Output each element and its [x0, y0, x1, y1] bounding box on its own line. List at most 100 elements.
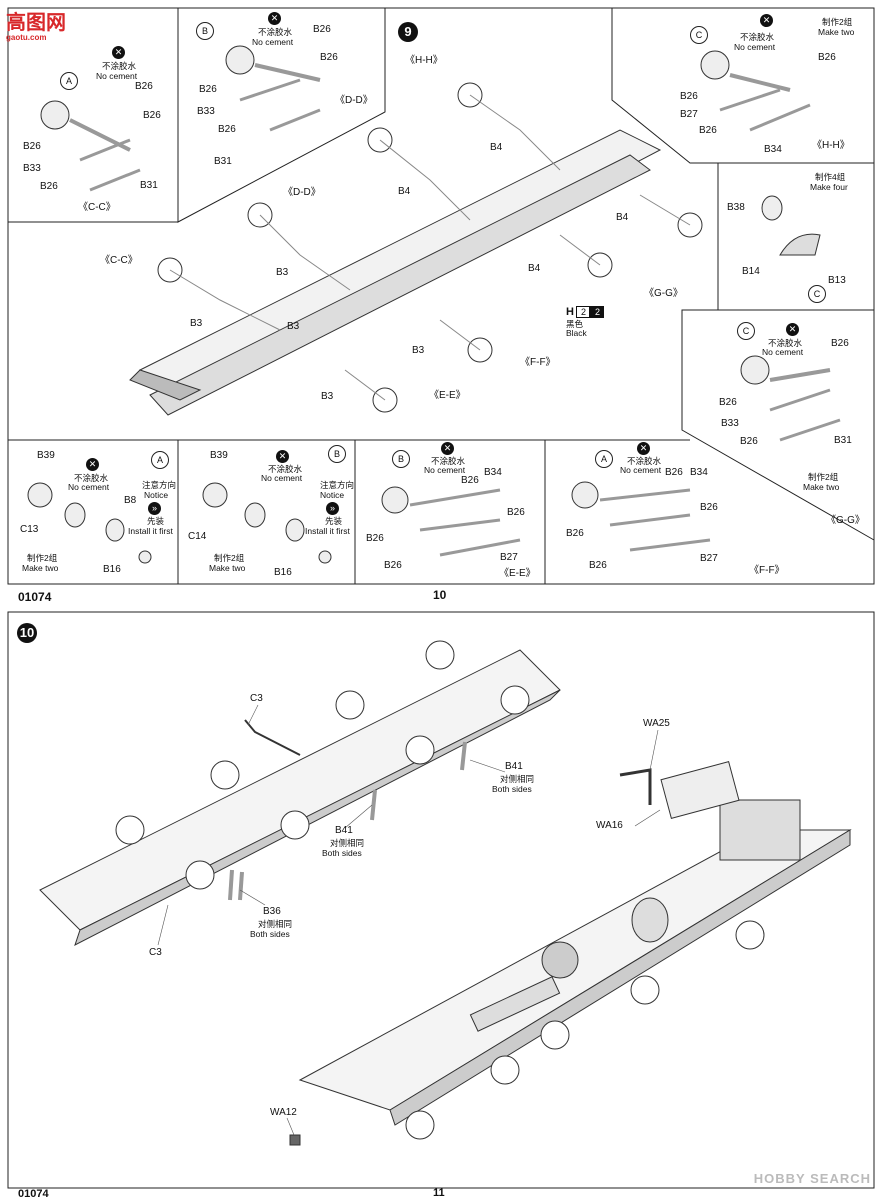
install-first-en: Install it first [305, 526, 350, 536]
no-cement-icon: ✕ [276, 450, 289, 463]
inset-tag: 《D-D》 [283, 187, 321, 198]
part-label: B26 [461, 475, 479, 486]
make-count-zh: 制作4组 [815, 172, 846, 182]
no-cement-zh: 不涂胶水 [258, 27, 293, 37]
inset-tag: 《G-G》 [644, 288, 683, 299]
make-count-zh: 制作2组 [214, 553, 245, 563]
site-logo-sub: gaotu.com [6, 33, 47, 42]
no-cement-en: No cement [424, 465, 466, 475]
part-label: WA16 [596, 820, 623, 831]
part-label: B26 [199, 84, 217, 95]
site-logo-main: 高图网 [6, 12, 66, 34]
part-label: B26 [366, 533, 384, 544]
part-label: B3 [276, 267, 289, 278]
part-label: B39 [37, 450, 55, 461]
inset-tag: 《C-C》 [78, 202, 116, 213]
part-label: B3 [321, 391, 334, 402]
part-label: WA12 [270, 1107, 297, 1118]
part-label: B26 [566, 528, 584, 539]
make-count-zh: 制作2组 [808, 472, 839, 482]
variant-circle-c: C [737, 322, 755, 340]
part-label: B3 [412, 345, 425, 356]
part-label: B38 [727, 202, 745, 213]
part-label: B4 [528, 263, 541, 274]
part-label: B14 [742, 266, 760, 277]
part-label: B8 [124, 495, 137, 506]
part-label: B36 [263, 906, 281, 917]
leader-lines [157, 704, 661, 1136]
no-cement-icon: ✕ [86, 458, 99, 471]
inset-tag: 《F-F》 [520, 357, 556, 368]
inset-dd-border [177, 8, 386, 223]
no-cement-zh: 不涂胶水 [740, 32, 775, 42]
variant-circle-b: B [328, 445, 346, 463]
step-10-badge: 10 [17, 623, 37, 643]
part-label: B39 [210, 450, 228, 461]
part-label: B26 [589, 560, 607, 571]
notice-zh: 注意方向 [142, 480, 177, 490]
paint-name-zh: 黑色 [566, 319, 584, 329]
both-sides-en: Both sides [492, 784, 532, 794]
make-count-en: Make two [803, 482, 840, 492]
part-label: B4 [490, 142, 503, 153]
no-cement-en: No cement [734, 42, 776, 52]
notice-zh: 注意方向 [320, 480, 355, 490]
inset-tag: 《C-C》 [100, 255, 138, 266]
part-label: B4 [616, 212, 629, 223]
part-label: B26 [23, 141, 41, 152]
part-label: B31 [140, 180, 158, 191]
part-label: B26 [143, 110, 161, 121]
no-cement-zh: 不涂胶水 [768, 338, 803, 348]
no-cement-en: No cement [261, 473, 303, 483]
part-label: B16 [103, 564, 121, 575]
no-cement-zh: 不涂胶水 [268, 464, 303, 474]
part-label: B4 [398, 186, 411, 197]
part-label: C3 [250, 693, 263, 704]
part-label: B26 [680, 91, 698, 102]
part-label: B26 [40, 181, 58, 192]
no-cement-en: No cement [68, 482, 110, 492]
part-label: B26 [218, 124, 236, 135]
hobby-search-watermark: HOBBY SEARCH [753, 1171, 871, 1186]
part-label: B26 [313, 24, 331, 35]
no-cement-icon: ✕ [786, 323, 799, 336]
both-sides-zh: 对侧相同 [500, 774, 535, 784]
part-label: B34 [764, 144, 782, 155]
inset-tag: 《D-D》 [335, 95, 373, 106]
no-cement-en: No cement [252, 37, 294, 47]
notice-en: Notice [144, 490, 169, 500]
no-cement-icon: ✕ [268, 12, 281, 25]
part-label: B27 [500, 552, 518, 563]
inset-tag: 《H-H》 [405, 55, 443, 66]
catalog-number: 01074 [18, 590, 52, 604]
part-label: B26 [135, 81, 153, 92]
part-label: B26 [665, 467, 683, 478]
site-logo: 高图网 gaotu.com [6, 6, 66, 42]
part-label: B41 [505, 761, 523, 772]
install-first-zh: 先装 [325, 516, 343, 526]
make-count-en: Make two [818, 27, 855, 37]
variant-circle-c: C [808, 285, 826, 303]
part-label: B13 [828, 275, 846, 286]
no-cement-en: No cement [96, 71, 138, 81]
part-label: B26 [831, 338, 849, 349]
variant-circle-a: A [595, 450, 613, 468]
notice-en: Notice [320, 490, 345, 500]
inset-tag: 《E-E》 [429, 390, 466, 401]
part-label: B26 [384, 560, 402, 571]
part-label: B26 [740, 436, 758, 447]
install-first-icon: » [148, 502, 161, 515]
part-label: B33 [721, 418, 739, 429]
no-cement-zh: 不涂胶水 [627, 456, 662, 466]
no-cement-en: No cement [620, 465, 662, 475]
part-label: B27 [680, 109, 698, 120]
part-label: C13 [20, 524, 39, 535]
part-label: B3 [190, 318, 203, 329]
install-first-zh: 先装 [147, 516, 165, 526]
no-cement-zh: 不涂胶水 [102, 61, 137, 71]
part-label: B33 [197, 106, 215, 117]
page-number: 10 [433, 588, 447, 602]
